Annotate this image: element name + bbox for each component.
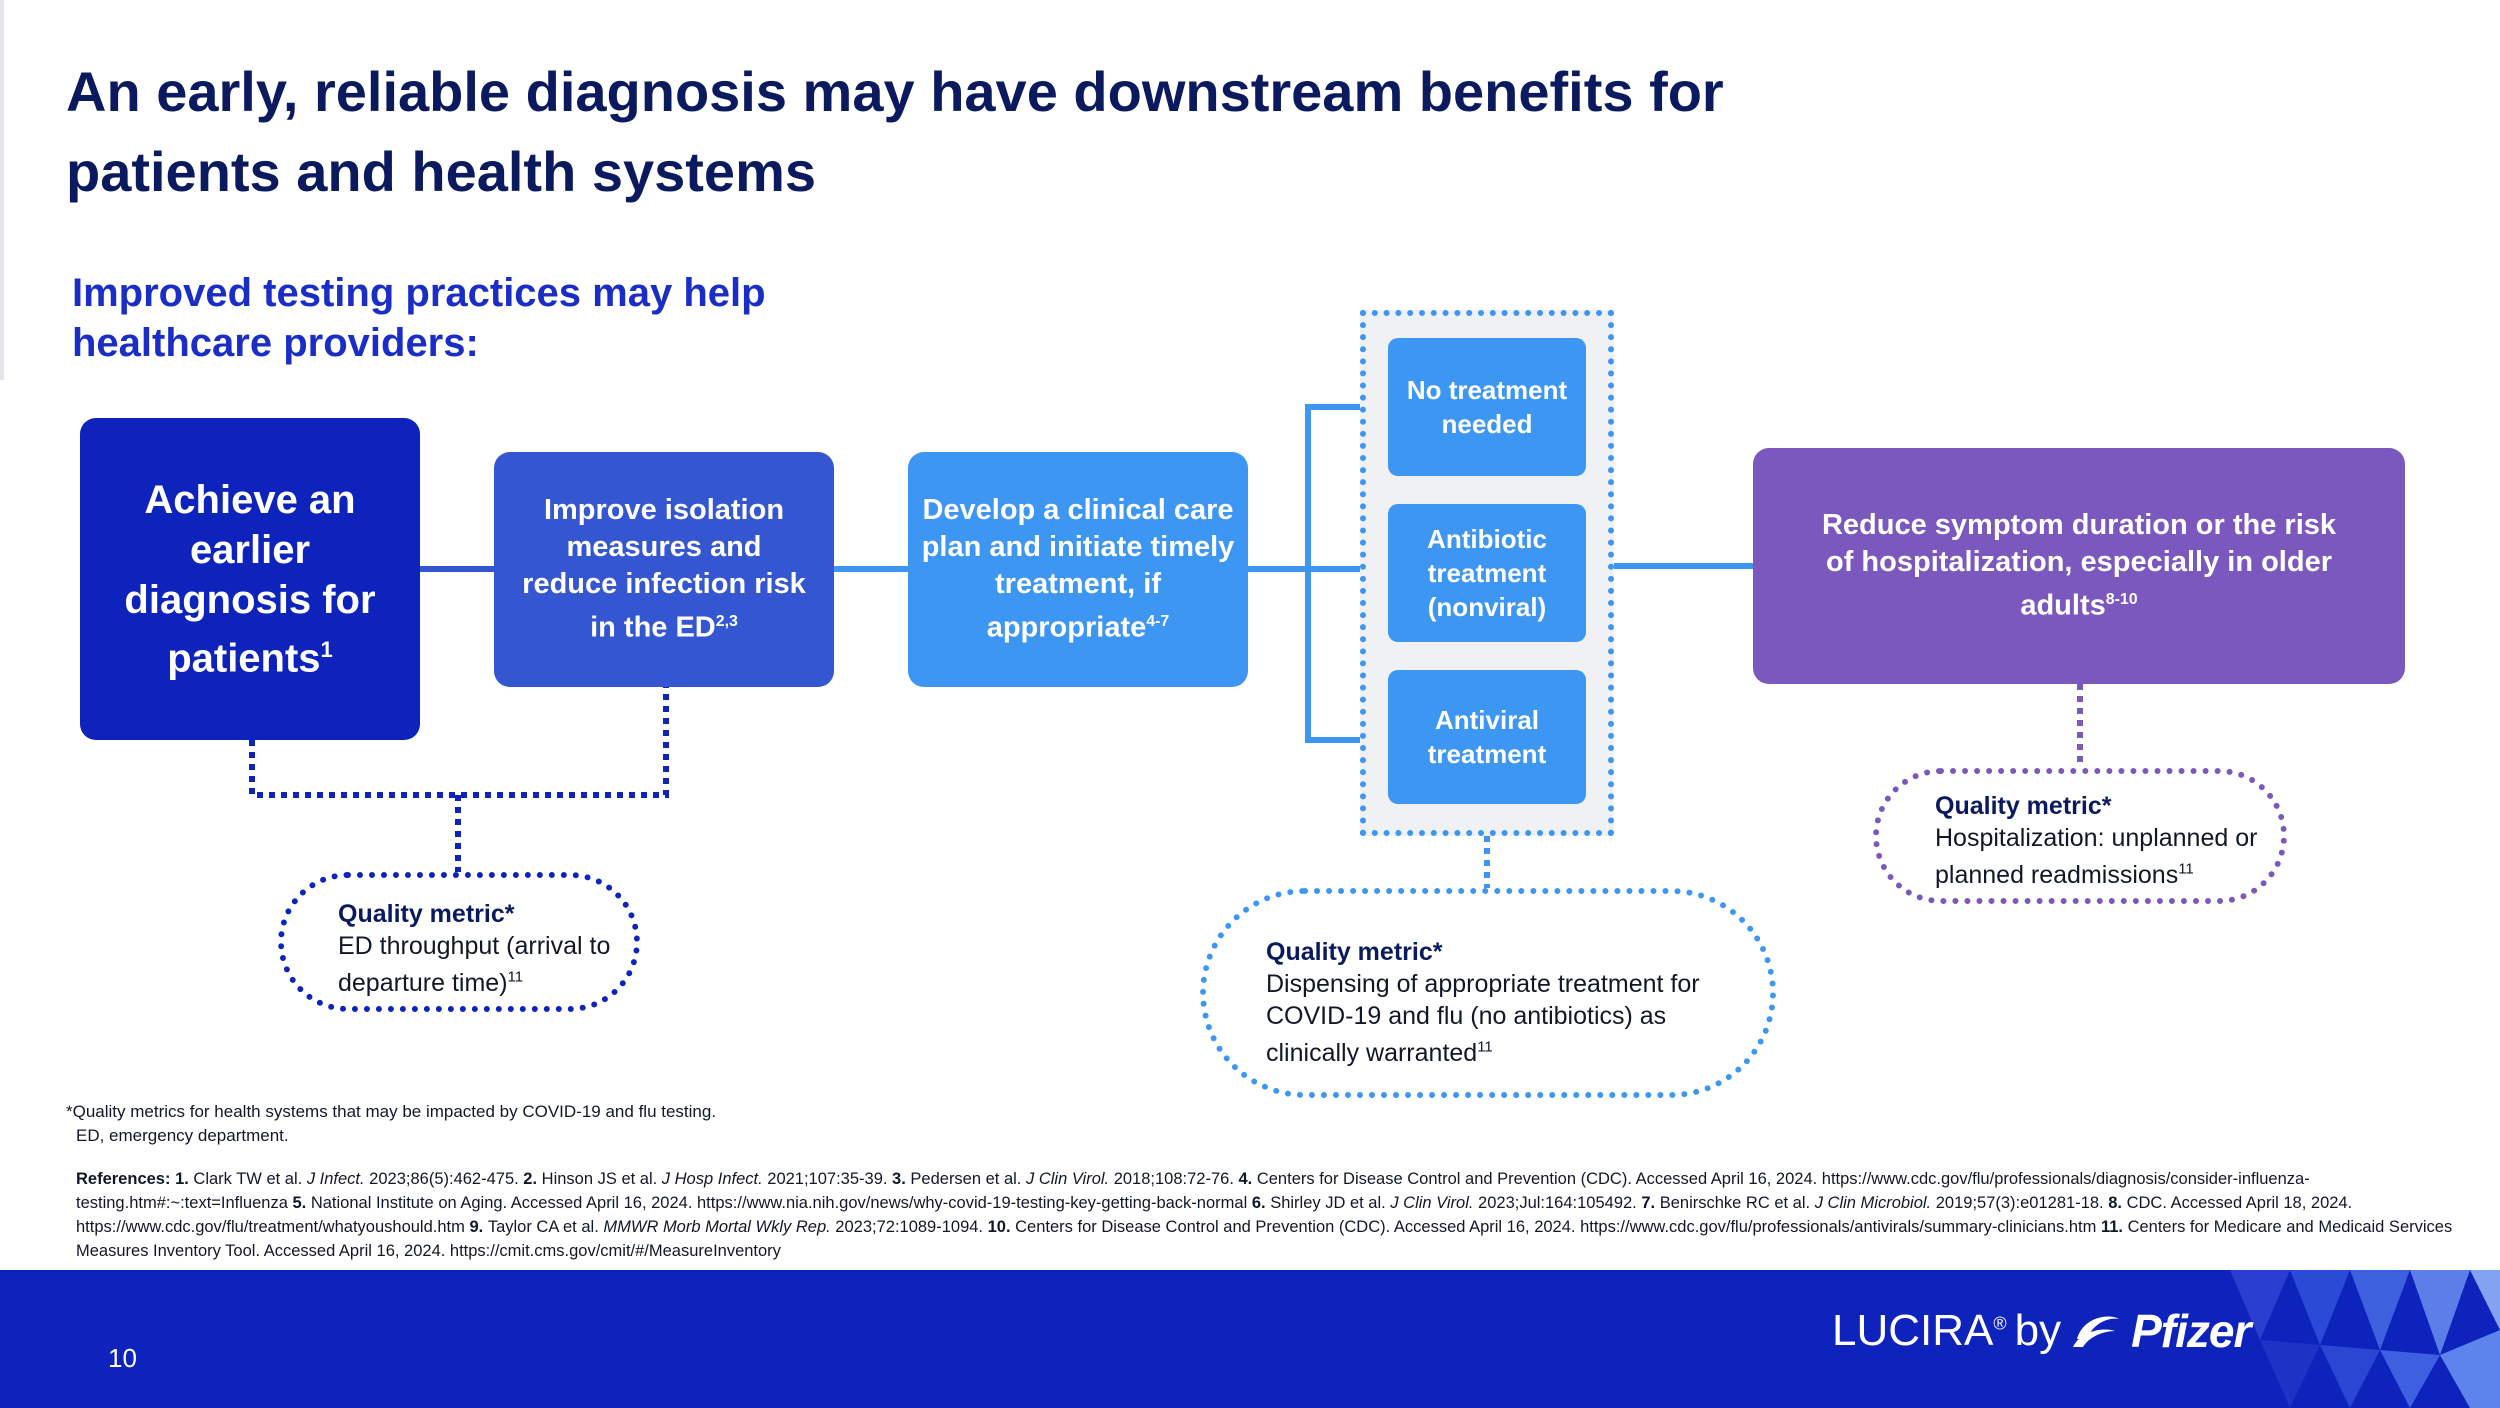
reference-number: 9. [469,1218,488,1236]
quality-metric-text: ED throughput (arrival to departure time… [338,932,611,998]
quality-metric-text: Hospitalization: unplanned or planned re… [1935,824,2258,890]
reference-journal: J Hosp Infect. [661,1170,763,1188]
pfizer-logo-icon [2073,1316,2120,1347]
reference-item: 8. CDC. Accessed April 18, 2024. https:/… [76,1194,2353,1236]
step-clinical-care-plan: Develop a clinical care plan and initiat… [908,452,1248,687]
references: References: 1. Clark TW et al. J Infect.… [76,1167,2456,1263]
slide-edge-strip [0,0,4,380]
brand-lucira: LUCIRA® [1832,1306,2007,1355]
brand-by: by [2014,1306,2062,1355]
footnote-abbreviations: ED, emergency department. [76,1126,289,1145]
reference-number: 8. [2108,1194,2127,1212]
quality-metric-ed-throughput: Quality metric* ED throughput (arrival t… [278,872,640,1012]
reference-journal: J Infect. [306,1170,365,1188]
reference-number: 7. [1641,1194,1660,1212]
reference-number: 5. [292,1194,311,1212]
quality-metric-label: Quality metric* [1935,792,2112,820]
reference-item: 3. Pedersen et al. J Clin Virol. 2018;10… [892,1170,1239,1188]
reference-item: 10. Centers for Disease Control and Prev… [987,1218,2101,1236]
section-subtitle: Improved testing practices may help heal… [72,271,766,365]
step-clinical-care-plan-label: Develop a clinical care plan and initiat… [921,494,1235,644]
reference-item: 6. Shirley JD et al. J Clin Virol. 2023;… [1251,1194,1642,1212]
reference-item: 2. Hinson JS et al. J Hosp Infect. 2021;… [523,1170,893,1188]
quality-metric-label: Quality metric* [338,900,515,928]
footnote-quality-metrics: *Quality metrics for health systems that… [66,1102,717,1121]
reference-number: 1. [175,1170,194,1188]
step-earlier-diagnosis-label: Achieve an earlier diagnosis for patient… [124,477,376,681]
reference-item: 11. Centers for Medicare and Medicaid Se… [76,1218,2453,1260]
reference-number: 3. [892,1170,911,1188]
reference-item: 7. Benirschke RC et al. J Clin Microbiol… [1641,1194,2109,1212]
flow-connectors [249,404,2083,888]
dotted-link-ed-metric [249,687,669,798]
page-number: 10 [108,1343,137,1373]
reference-number: 6. [1251,1194,1271,1212]
brand-logo: LUCIRA® by Pfizer [1832,1304,2251,1358]
references-list: 1. Clark TW et al. J Infect. 2023;86(5):… [76,1170,2452,1260]
brand-pfizer: Pfizer [2131,1305,2251,1357]
step-reduce-hospitalization-label: Reduce symptom duration or the risk of h… [1821,509,2337,622]
reference-item: 9. Taylor CA et al. MMWR Morb Mortal Wkl… [469,1218,988,1236]
quality-metric-text: Dispensing of appropriate treatment for … [1266,970,1700,1068]
bracket-options [1305,404,1388,743]
quality-metric-label: Quality metric* [1266,938,1443,966]
reference-number: 11. [2100,1218,2128,1236]
quality-metric-appropriate-treatment: Quality metric* Dispensing of appropriat… [1200,888,1776,1098]
reference-journal: MMWR Morb Mortal Wkly Rep. [603,1218,831,1236]
footer-triangle-pattern-icon [2230,1270,2500,1408]
reference-item: 1. Clark TW et al. J Infect. 2023;86(5):… [175,1170,524,1188]
step-improve-isolation: Improve isolation measures and reduce in… [494,452,834,687]
reference-journal: J Clin Microbiol. [1814,1194,1932,1212]
quality-metric-hospitalization: Quality metric* Hospitalization: unplann… [1873,768,2287,904]
reference-item: 4. Centers for Disease Control and Preve… [76,1170,2310,1212]
reference-journal: J Clin Virol. [1025,1170,1110,1188]
references-label: References: [76,1170,171,1188]
slide-title: An early, reliable diagnosis may have do… [66,60,1724,203]
option-antiviral-treatment: Antiviral treatment [1388,670,1586,804]
reference-journal: J Clin Virol. [1390,1194,1474,1212]
option-antibiotic-treatment: Antibiotic treatment (nonviral) [1388,504,1586,642]
step-reduce-hospitalization: Reduce symptom duration or the risk of h… [1753,448,2405,684]
step-earlier-diagnosis: Achieve an earlier diagnosis for patient… [80,418,420,740]
reference-number: 10. [987,1218,1016,1236]
footnote: *Quality metrics for health systems that… [66,1100,1366,1148]
option-no-treatment: No treatment needed [1388,338,1586,476]
reference-number: 2. [523,1170,542,1188]
step-improve-isolation-label: Improve isolation measures and reduce in… [522,494,806,644]
reference-number: 4. [1238,1170,1257,1188]
reference-item: 5. National Institute on Aging. Accessed… [292,1194,1252,1212]
footer-bar [0,1270,2500,1408]
